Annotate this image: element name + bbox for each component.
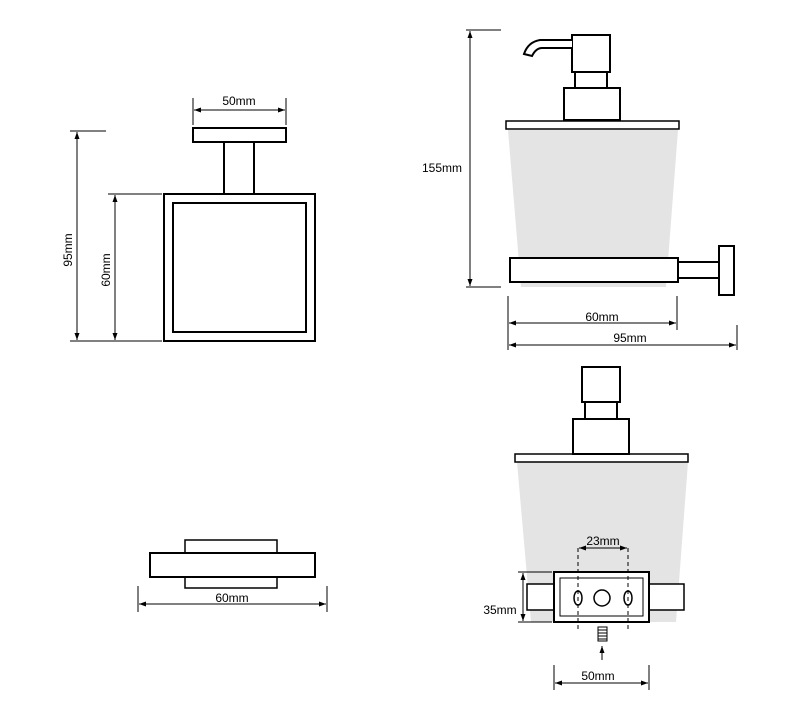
lid bbox=[505, 120, 680, 130]
back-wall-plate bbox=[553, 571, 650, 623]
dim-label-side-total-depth: 95mm bbox=[613, 331, 646, 345]
dim-label-total-height: 95mm bbox=[61, 233, 75, 266]
dim-label-side-inner-depth: 60mm bbox=[585, 310, 618, 324]
screw-icon bbox=[597, 626, 608, 642]
bottom-lower-plate bbox=[184, 576, 278, 589]
side-wall-flange bbox=[718, 245, 735, 296]
bottom-view: 60mm bbox=[137, 539, 328, 612]
wall-flange bbox=[192, 127, 287, 143]
dim-label-hole-spacing: 23mm bbox=[586, 534, 619, 548]
back-lid bbox=[514, 453, 689, 463]
dim-label-plate-width: 50mm bbox=[581, 669, 614, 683]
dim-label-inner-height: 60mm bbox=[99, 253, 113, 286]
back-pump-head bbox=[581, 366, 621, 403]
bottom-holder bbox=[149, 552, 316, 578]
holder-frame-outer bbox=[163, 193, 316, 342]
bottom-upper-plate bbox=[184, 539, 278, 555]
center-hole-icon bbox=[593, 589, 611, 607]
holder-ring-side bbox=[509, 257, 679, 283]
dim-label-bottom-width: 60mm bbox=[215, 591, 248, 605]
front-view: 50mm 95mm 60mm bbox=[61, 94, 316, 342]
back-wall-plate-inner bbox=[559, 577, 644, 617]
dim-label-top-width: 50mm bbox=[222, 94, 255, 108]
holder-frame-inner bbox=[172, 202, 307, 333]
mounting-arm bbox=[223, 141, 255, 195]
side-view: 155mm 60mm 95mm bbox=[422, 29, 738, 350]
back-pump-neck bbox=[584, 401, 618, 420]
back-pump-base bbox=[572, 418, 630, 455]
back-holder-left bbox=[526, 583, 555, 611]
pump-base bbox=[563, 87, 621, 121]
side-arm bbox=[677, 261, 720, 279]
pump-spout bbox=[522, 39, 572, 58]
glass-cup bbox=[508, 130, 678, 287]
pump-neck bbox=[574, 71, 608, 89]
dim-label-plate-height: 35mm bbox=[483, 603, 516, 617]
pump-head bbox=[571, 34, 611, 73]
dim-label-side-height: 155mm bbox=[422, 161, 462, 175]
back-view: 23mm 35mm 50mm bbox=[483, 366, 689, 690]
back-holder-right bbox=[647, 583, 685, 611]
